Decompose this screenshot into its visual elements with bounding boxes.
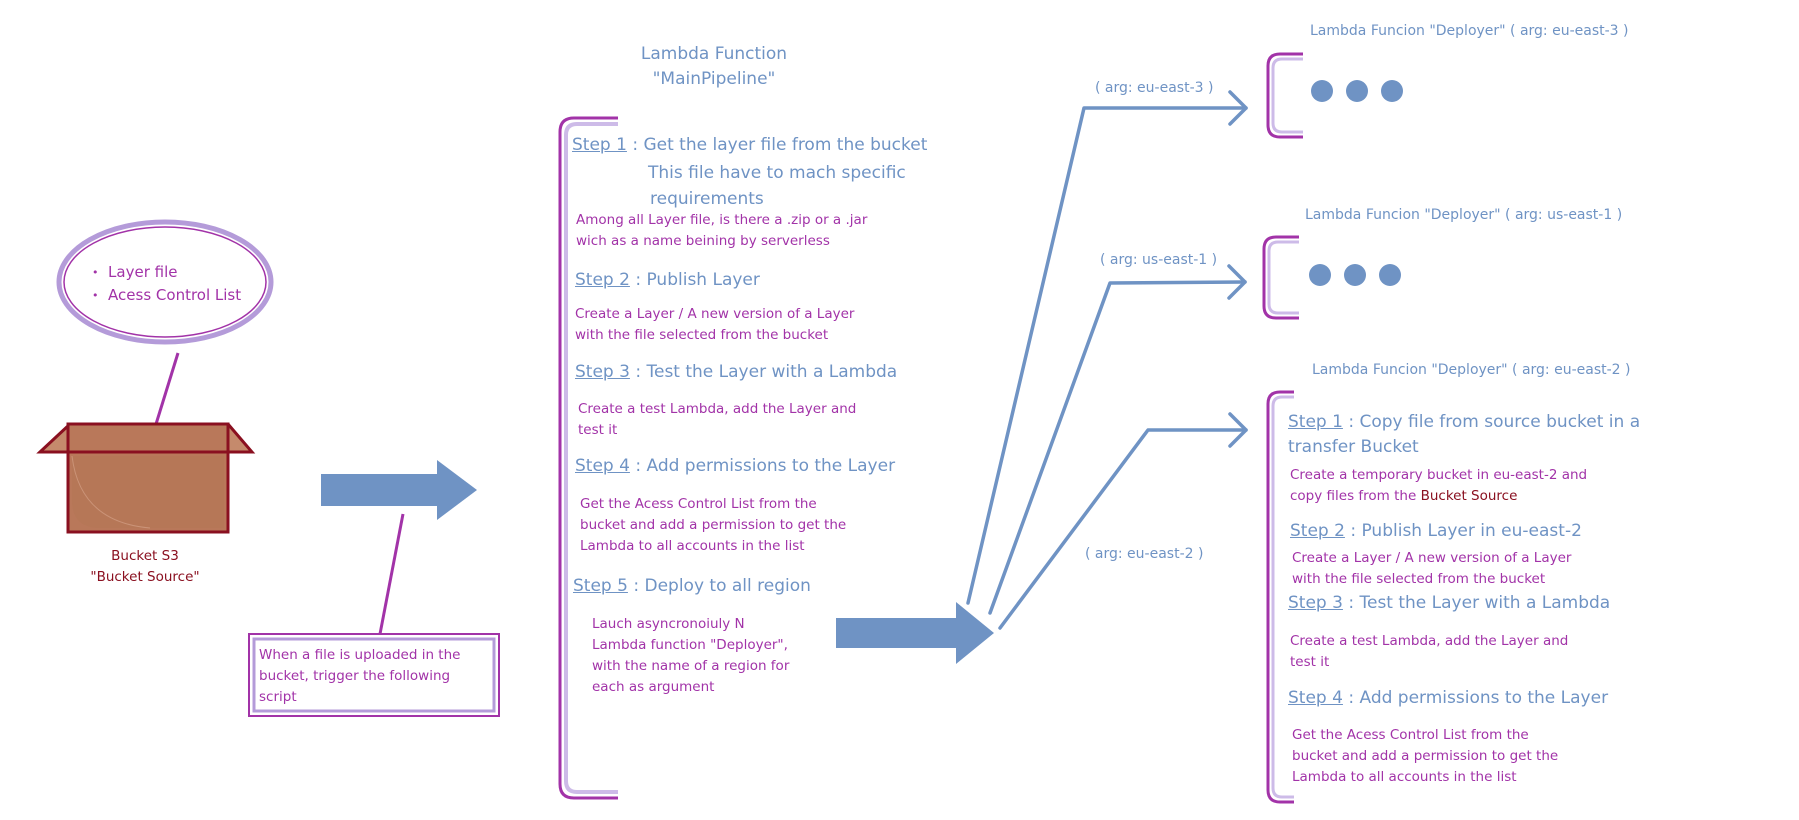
main-step-3-desc: Create a test Lambda, add the Layer and … — [578, 401, 857, 438]
arg-label-eu-east-2: ( arg: eu-east-2 ) — [1085, 546, 1204, 562]
main-step-2-desc: Create a Layer / A new version of a Laye… — [575, 306, 855, 343]
deployer-useast1-bracket — [1262, 235, 1299, 320]
main-step-4-title: Step 4 : Add permissions to the Layer — [575, 456, 896, 476]
deployer-step-3-title: Step 3 : Test the Layer with a Lambda — [1288, 593, 1611, 613]
s3-bucket-icon — [36, 422, 256, 534]
deployer-useast1-title: Lambda Funcion "Deployer" ( arg: us-east… — [1305, 207, 1623, 223]
deploy-arrow-icon — [836, 602, 994, 664]
main-title: Lambda Function "MainPipeline" — [640, 44, 788, 89]
main-step-1-desc: Among all Layer file, is there a .zip or… — [576, 212, 868, 249]
deployer-step-1-title2: transfer Bucket — [1288, 437, 1419, 457]
deployer-step-2-title: Step 2 : Publish Layer in eu-east-2 — [1290, 521, 1582, 541]
deployer-east2-bracket — [1266, 390, 1294, 804]
deployer-step-4-title: Step 4 : Add permissions to the Layer — [1288, 688, 1609, 708]
deployer-step-1-desc: Create a temporary bucket in eu-east-2 a… — [1290, 467, 1588, 504]
bubble-item-2: • Acess Control List — [92, 286, 242, 304]
main-step-5-desc: Lauch asyncronoiuly N Lambda function "D… — [592, 616, 790, 695]
trigger-arrow-icon — [321, 460, 477, 520]
info-bubble — [56, 219, 274, 345]
main-step-4-desc: Get the Acess Control List from the buck… — [580, 496, 847, 554]
deployer-step-3-desc: Create a test Lambda, add the Layer and … — [1290, 633, 1569, 670]
more-dots-east3-icon — [1311, 80, 1403, 102]
deployer-step-2-desc: Create a Layer / A new version of a Laye… — [1292, 550, 1572, 587]
deployer-step-1-title: Step 1 : Copy file from source bucket in… — [1288, 412, 1641, 432]
main-bracket — [558, 116, 618, 800]
main-step-2-title: Step 2 : Publish Layer — [575, 270, 760, 290]
arg-label-eu-east-3: ( arg: eu-east-3 ) — [1095, 80, 1214, 96]
trigger-pointer — [378, 513, 405, 635]
deployer-east3-title: Lambda Funcion "Deployer" ( arg: eu-east… — [1310, 23, 1629, 39]
deployer-step-4-desc: Get the Acess Control List from the buck… — [1292, 727, 1559, 785]
more-dots-useast1-icon — [1309, 264, 1401, 286]
deployer-east3-bracket — [1266, 52, 1303, 139]
region-lines — [966, 90, 1248, 630]
main-step-3-title: Step 3 : Test the Layer with a Lambda — [575, 362, 898, 382]
bucket-label: Bucket S3 "Bucket Source" — [90, 548, 200, 585]
main-step-1-extra: This file have to mach specific requirem… — [648, 163, 906, 209]
bucket-source-ref: Bucket Source — [1420, 488, 1518, 504]
bubble-item-1: • Layer file — [92, 263, 178, 281]
arg-label-us-east-1: ( arg: us-east-1 ) — [1100, 252, 1218, 268]
deployer-east2-title: Lambda Funcion "Deployer" ( arg: eu-east… — [1312, 362, 1631, 378]
main-step-1-title: Step 1 : Get the layer file from the buc… — [572, 135, 928, 155]
trigger-text: When a file is uploaded in the bucket, t… — [259, 647, 461, 705]
main-step-5-title: Step 5 : Deploy to all region — [573, 576, 811, 596]
trigger-box-frame — [248, 633, 500, 717]
